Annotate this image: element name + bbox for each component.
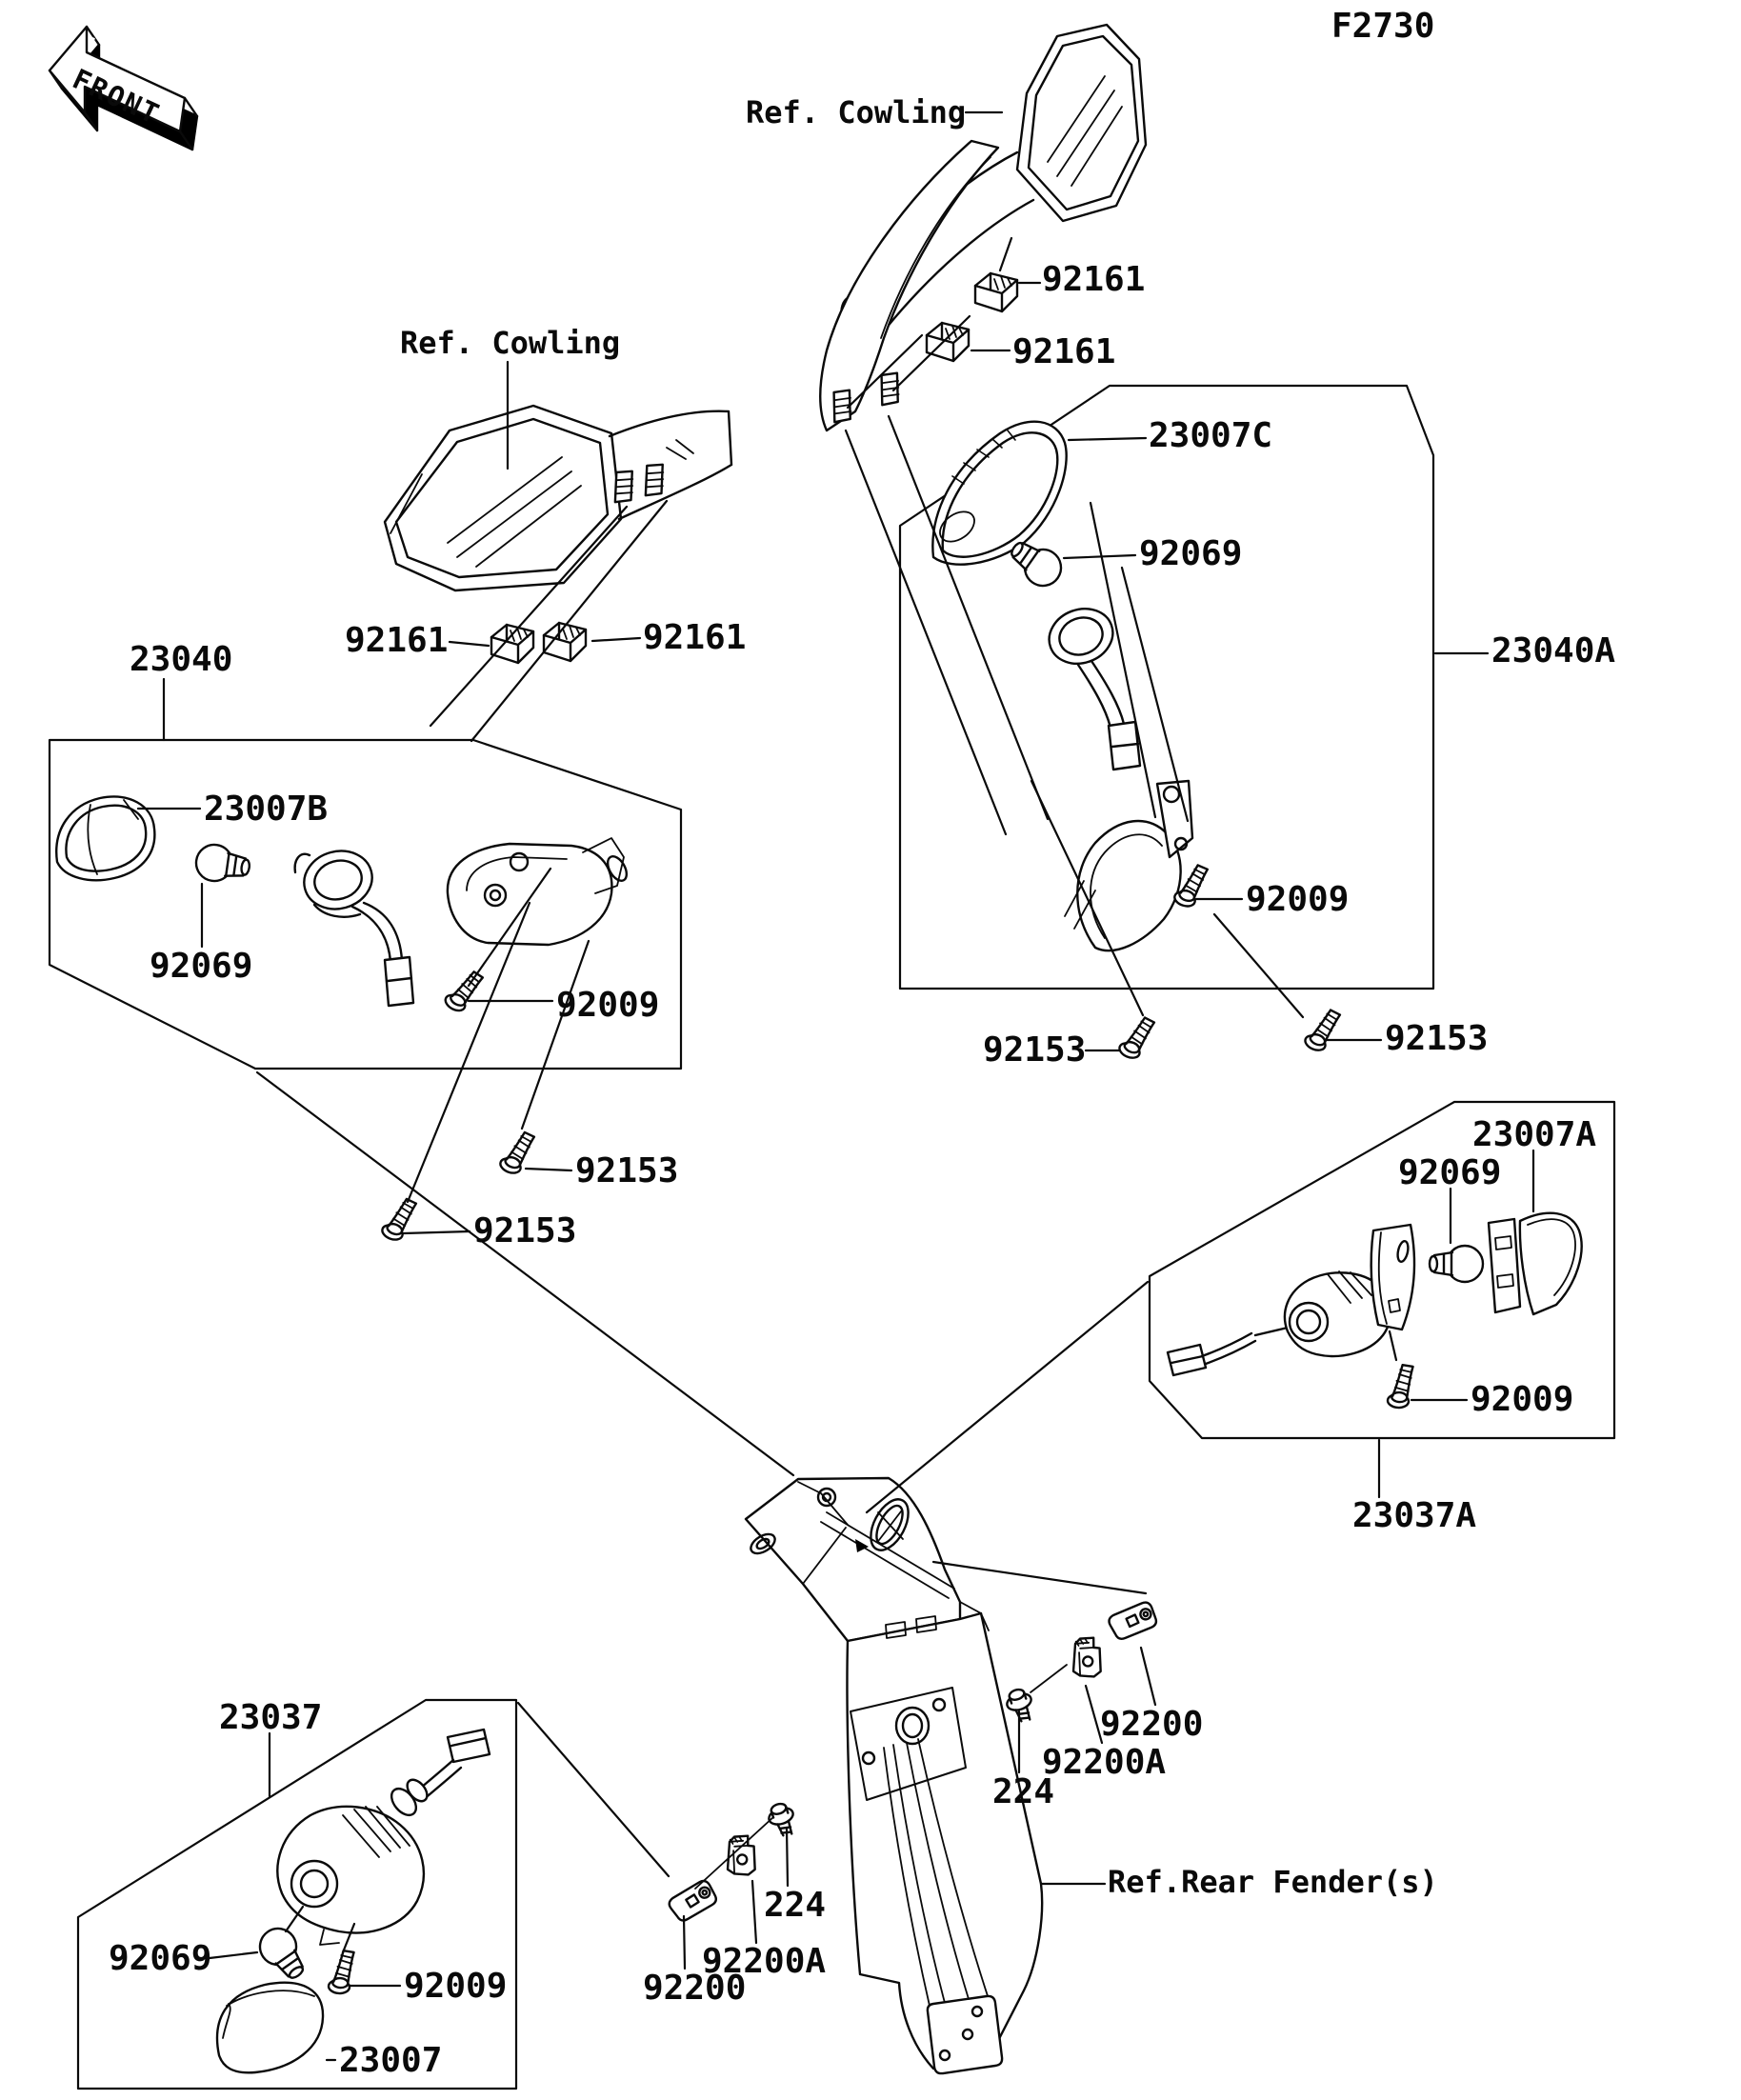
rear-right-signal-group — [1166, 1211, 1583, 1410]
callout-224-r: 224 — [992, 1772, 1055, 1811]
group-box-23037 — [76, 1698, 518, 2090]
callout-92161-4: 92161 — [643, 618, 747, 657]
callout-92009-rr: 92009 — [1471, 1380, 1574, 1419]
callout-92153-l1: 92153 — [575, 1151, 679, 1190]
callout-23040A: 23040A — [1491, 631, 1616, 670]
callout-92200-bl: 92200 — [643, 1969, 747, 2008]
right-mirror-assembly — [819, 23, 1148, 432]
left-mirror-assembly — [383, 404, 733, 592]
callout-92161-3: 92161 — [345, 621, 449, 660]
callout-23007: 23007 — [339, 2041, 443, 2080]
callout-92200-r: 92200 — [1100, 1705, 1204, 1744]
group-box-23037A — [1148, 1100, 1616, 1440]
callout-92069-rl: 92069 — [109, 1939, 212, 1978]
mount-parts-bottom-left — [665, 1799, 801, 1928]
callout-23007B: 23007B — [204, 790, 329, 829]
group-box-23040A — [898, 384, 1435, 990]
callout-92153-l2: 92153 — [473, 1211, 577, 1250]
rear-fender — [744, 1476, 1044, 2075]
callout-92009-fr: 92009 — [1246, 880, 1350, 919]
leader-lines — [136, 110, 1535, 2062]
callout-23040: 23040 — [130, 640, 233, 679]
callout-92200A-r: 92200A — [1042, 1743, 1167, 1782]
callout-92069-rr: 92069 — [1398, 1153, 1502, 1192]
callout-ref-cowling-left: Ref. Cowling — [400, 325, 621, 361]
front-left-signal-group — [55, 795, 629, 1245]
callout-92069-fr: 92069 — [1139, 534, 1243, 573]
front-right-signal-group — [931, 420, 1342, 1063]
callout-224-bl: 224 — [764, 1886, 827, 1925]
callout-92009-fl: 92009 — [556, 986, 660, 1025]
callout-92200A-bl: 92200A — [702, 1942, 827, 1981]
callout-92161-1: 92161 — [1042, 260, 1146, 299]
callout-92161-2: 92161 — [1012, 332, 1116, 371]
figure-code: F2730 — [1331, 7, 1435, 46]
front-direction-arrow — [48, 25, 199, 151]
callout-ref-rear-fender: Ref.Rear Fender(s) — [1108, 1864, 1438, 1900]
callout-92153-r1: 92153 — [983, 1030, 1087, 1070]
callout-92009-rl: 92009 — [404, 1967, 508, 2006]
callout-92069-fl: 92069 — [150, 947, 253, 986]
callout-23037: 23037 — [219, 1698, 323, 1737]
callout-92153-r2: 92153 — [1385, 1019, 1489, 1058]
callout-23037A: 23037A — [1352, 1496, 1477, 1535]
callout-23007C: 23007C — [1149, 416, 1273, 455]
rear-left-signal-group — [215, 1728, 491, 2074]
mount-parts-right — [1002, 1595, 1162, 1727]
callout-23007A: 23007A — [1472, 1115, 1597, 1154]
callout-ref-cowling-right: Ref. Cowling — [746, 94, 967, 130]
